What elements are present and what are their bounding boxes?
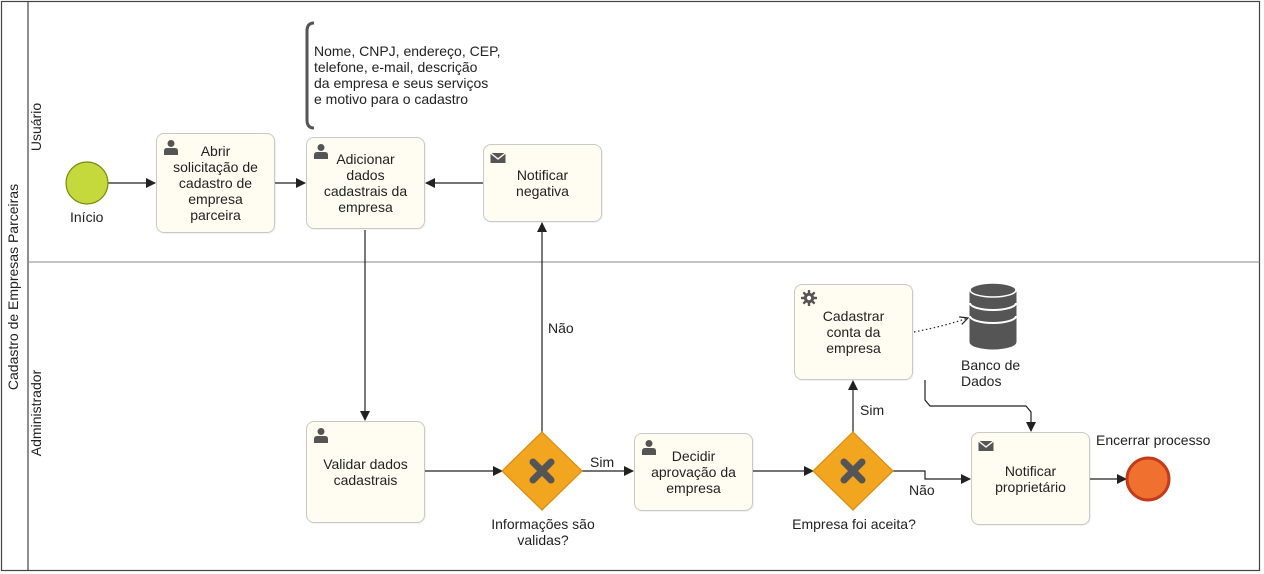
start-event[interactable] xyxy=(65,161,109,205)
envelope-icon xyxy=(490,152,506,163)
lane-title-usuario: Usuário xyxy=(28,102,44,152)
gear-icon xyxy=(801,290,817,306)
task-notificar-proprietario[interactable]: Notificar proprietário xyxy=(971,432,1090,525)
user-icon xyxy=(314,144,328,159)
task-adicionar-dados[interactable]: Adicionar dados cadastrais da empresa xyxy=(306,137,425,229)
task-abrir-solicitacao[interactable]: Abrir solicitação de cadastro de empresa… xyxy=(156,133,275,233)
task-label: Adicionar dados cadastrais da empresa xyxy=(323,151,408,215)
task-label: Cadastrar conta da empresa xyxy=(822,308,885,356)
task-cadastrar-conta[interactable]: Cadastrar conta da empresa xyxy=(794,284,913,380)
exclusive-x-icon xyxy=(840,458,866,484)
gateway-aceita[interactable] xyxy=(812,431,894,511)
flow-label-nao-2: Não xyxy=(909,482,935,498)
flow-label-sim-1: Sim xyxy=(590,454,615,470)
task-label: Abrir solicitação de cadastro de empresa… xyxy=(173,143,258,223)
gateway-informacoes-label: Informações são validas? xyxy=(491,516,595,548)
task-label: Notificar negativa xyxy=(516,167,569,199)
task-notificar-negativa[interactable]: Notificar negativa xyxy=(483,144,602,222)
task-label: Decidir aprovação da empresa xyxy=(651,448,736,496)
end-event-label: Encerrar processo xyxy=(1096,432,1211,448)
end-event[interactable] xyxy=(1125,456,1171,502)
user-icon xyxy=(314,428,328,443)
annotation-text: Nome, CNPJ, endereço, CEP, telefone, e-m… xyxy=(314,43,501,107)
task-label: Notificar proprietário xyxy=(995,462,1066,495)
exclusive-x-icon xyxy=(529,458,555,484)
gateway-informacoes[interactable] xyxy=(501,431,583,511)
envelope-icon xyxy=(978,440,994,451)
task-label: Validar dados cadastrais xyxy=(323,456,408,488)
flow-cadastrar-to-notificar xyxy=(924,380,1036,432)
task-decidir-aprovacao[interactable]: Decidir aprovação da empresa xyxy=(634,433,753,511)
user-icon xyxy=(642,440,656,455)
annotation-bracket xyxy=(305,21,315,130)
gateway-aceita-label: Empresa foi aceita? xyxy=(792,516,916,532)
pool-title: Cadastro de Empresas Parceiras xyxy=(5,183,21,391)
start-event-label: Início xyxy=(70,209,104,225)
lane-title-administrador: Administrador xyxy=(28,369,44,457)
task-validar-dados[interactable]: Validar dados cadastrais xyxy=(306,421,425,523)
database-icon[interactable] xyxy=(969,282,1017,350)
flow-gateway2-to-notificar xyxy=(893,470,971,484)
flow-label-sim-2: Sim xyxy=(860,402,885,418)
datastore-label: Banco de Dados xyxy=(961,357,1021,389)
flow-label-nao-1: Não xyxy=(548,320,574,336)
user-icon xyxy=(164,140,178,155)
association-to-datastore xyxy=(913,318,968,333)
